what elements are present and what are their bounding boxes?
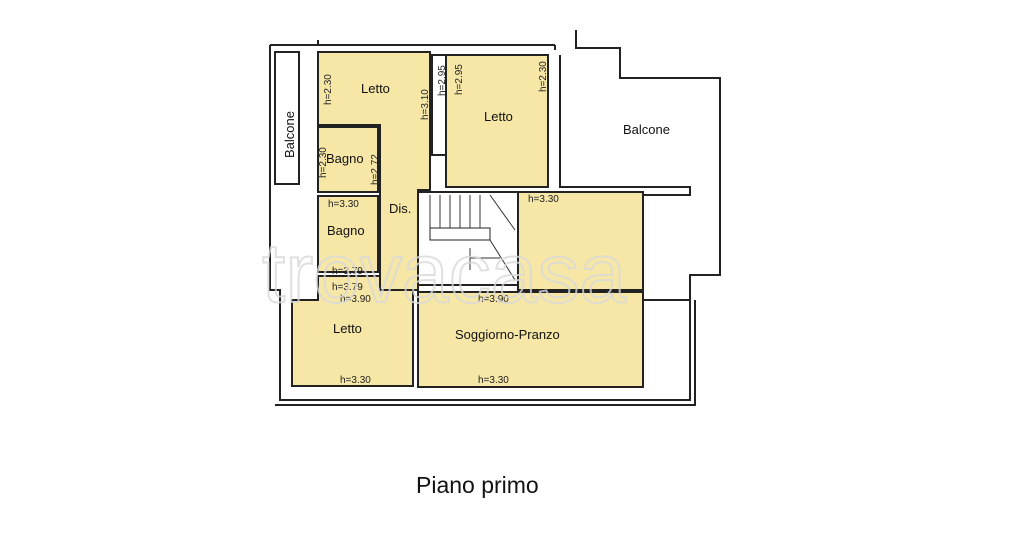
- height-label: h=3.30: [328, 199, 359, 210]
- plan-caption: Piano primo: [416, 472, 539, 498]
- height-label: h=2.72: [370, 154, 381, 185]
- room-letto-3: [291, 275, 414, 387]
- height-label: h=2.30: [323, 74, 334, 105]
- room-letto-1: [317, 51, 431, 291]
- height-label: h=2.95: [454, 64, 465, 95]
- bagno-2-label: Bagno: [327, 223, 365, 238]
- room-soggiorno-pranzo: [417, 291, 644, 388]
- balcone-left-label: Balcone: [282, 111, 297, 158]
- height-label: h=3.30: [340, 375, 371, 386]
- dis-label: Dis.: [389, 201, 411, 216]
- height-label: h=2.30: [318, 147, 329, 178]
- staircase: [417, 191, 519, 286]
- height-label: h=3.30: [528, 194, 559, 205]
- bagno-1-label: Bagno: [326, 151, 364, 166]
- height-label: h=2.30: [538, 61, 549, 92]
- height-label: h=3.79: [332, 282, 363, 293]
- balcone-right-label: Balcone: [623, 122, 670, 137]
- height-label: h=3.79: [332, 266, 363, 277]
- letto-3-label: Letto: [333, 321, 362, 336]
- room-letto-2: [445, 54, 549, 188]
- letto-2-label: Letto: [484, 109, 513, 124]
- height-label: h=2.95: [437, 65, 448, 96]
- height-label: h=3.10: [420, 89, 431, 120]
- room-bagno-2: [317, 195, 379, 273]
- balcone-left: [274, 51, 300, 185]
- height-label: h=3.90: [340, 294, 371, 305]
- outer-walls: [269, 30, 721, 406]
- letto-1-label: Letto: [361, 81, 390, 96]
- height-label: h=3.90: [478, 294, 509, 305]
- watermark: trovacasa: [262, 226, 626, 320]
- height-label: h=3.30: [478, 375, 509, 386]
- room-bagno-1: [317, 126, 379, 193]
- soggiorno-label: Soggiorno-Pranzo: [455, 327, 560, 342]
